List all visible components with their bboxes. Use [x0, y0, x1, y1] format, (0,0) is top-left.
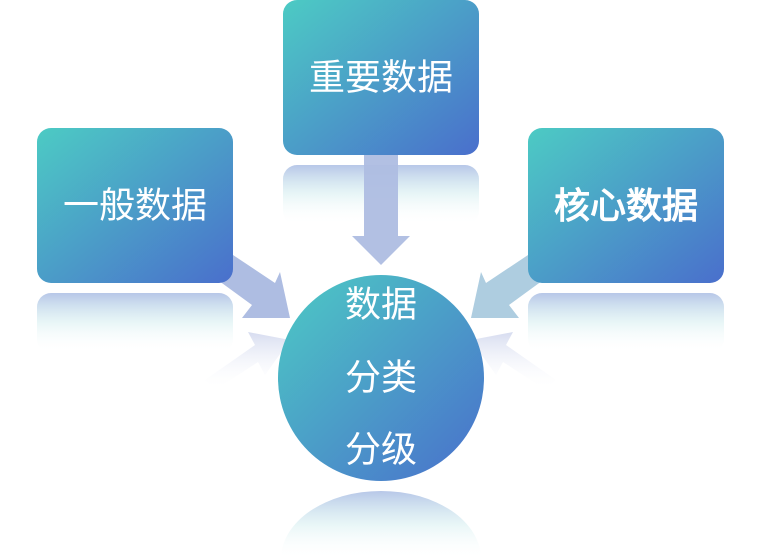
right-arrow-reflection — [471, 332, 556, 390]
center-circle — [278, 275, 484, 481]
arrow-top-icon — [352, 155, 410, 265]
right-box-reflection — [528, 293, 724, 353]
node-left-label: 一般数据 — [63, 186, 207, 227]
arrow-right-icon — [471, 255, 546, 318]
left-arrow-reflection — [205, 332, 290, 390]
node-top-label: 重要数据 — [309, 58, 453, 99]
node-top-box — [283, 0, 479, 155]
center-label-line-2: 分类 — [345, 358, 417, 399]
left-box-reflection — [37, 293, 233, 353]
node-right-label: 核心数据 — [554, 185, 698, 227]
arrow-left-icon — [215, 255, 290, 318]
circle-reflection — [281, 491, 481, 559]
node-left-box — [37, 128, 233, 283]
center-label-line-3: 分级 — [345, 430, 417, 471]
node-right-box — [528, 128, 724, 283]
center-label-line-1: 数据 — [345, 285, 417, 326]
